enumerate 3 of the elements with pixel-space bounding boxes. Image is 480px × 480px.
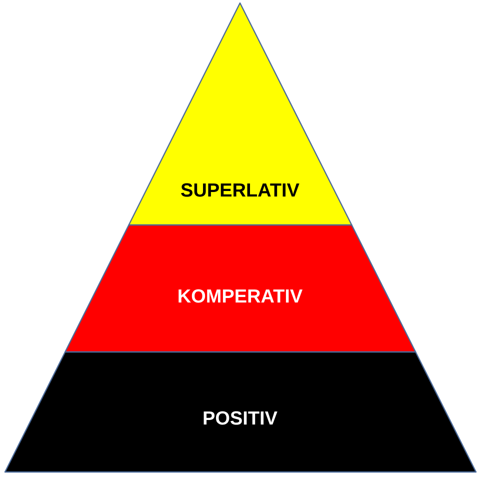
pyramid-level: SUPERLATIV (128, 2, 352, 226)
pyramid-level: POSITIV (4, 351, 477, 473)
pyramid-level: KOMPERATIV (64, 224, 416, 353)
